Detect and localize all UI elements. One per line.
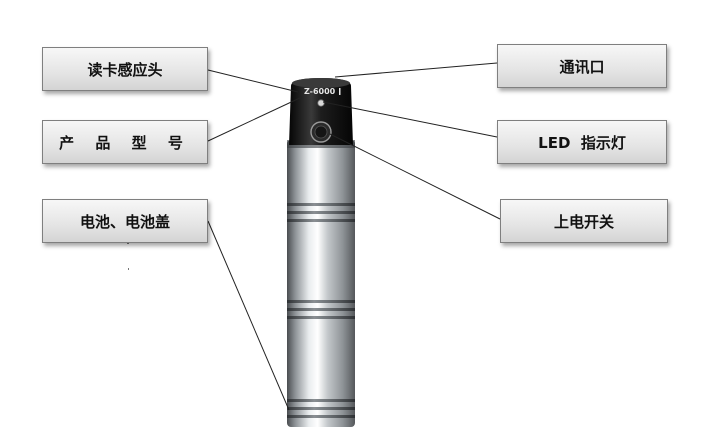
device-model-text: Z-6000 (304, 87, 336, 96)
label-comm-port: 通讯口 (497, 44, 667, 88)
leader-battery (207, 220, 290, 411)
model-text-mark (339, 88, 341, 95)
power-switch-inner (314, 125, 328, 139)
label-product-model: 产 品 型 号 (42, 120, 208, 164)
led-indicator (317, 99, 325, 107)
stray-mark (127, 243, 129, 244)
body-grooves (287, 203, 355, 418)
leader-lines (207, 62, 501, 411)
leader-card-reader (207, 69, 299, 93)
leader-model (207, 96, 303, 142)
label-battery-cover: 电池、电池盖 (42, 199, 208, 243)
label-card-reader-head: 读卡感应头 (42, 47, 208, 91)
leader-port (334, 62, 498, 78)
stray-mark (128, 268, 129, 270)
label-power-switch: 上电开关 (500, 199, 668, 243)
label-led-indicator: LED 指示灯 (497, 120, 667, 164)
battery-tube (287, 140, 355, 427)
cap-top (292, 78, 350, 88)
card-reader-cap (289, 78, 353, 145)
leader-led (322, 101, 498, 138)
leader-power (329, 133, 501, 220)
